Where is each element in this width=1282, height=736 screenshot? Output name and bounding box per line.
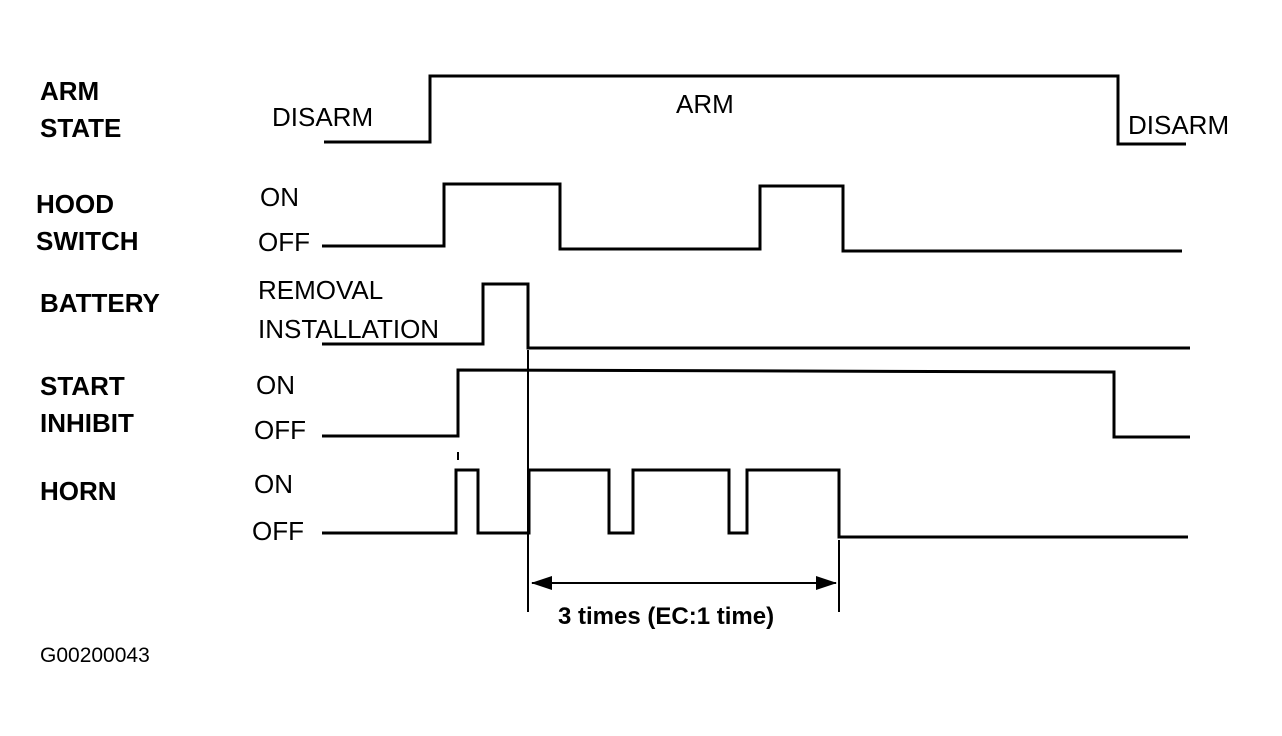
arm-state-disarm-right-label: DISARM [1128,110,1229,140]
arm-state-name-line2: STATE [40,113,121,143]
duration-right-arrowhead [816,576,837,590]
horn-name: HORN [40,476,117,506]
battery-removal-label: REMOVAL [258,275,383,305]
hood-switch-waveform [322,182,1182,253]
horn-on-label: ON [254,469,293,499]
start-inhibit-name-line2: INHIBIT [40,408,134,438]
battery-installation-label: INSTALLATION [258,314,439,344]
hood-switch-name-line1: HOOD [36,189,114,219]
start-inhibit-name-line1: START [40,371,125,401]
start-inhibit-on-label: ON [256,370,295,400]
arm-state-disarm-left-label: DISARM [272,102,373,132]
arm-state-name-line1: ARM [40,76,99,106]
battery-name: BATTERY [40,288,160,318]
horn-off-label: OFF [252,516,304,546]
arm-state-waveform [324,74,1186,146]
hood-switch-off-label: OFF [258,227,310,257]
duration-left-arrowhead [531,576,552,590]
hood-switch-name-line2: SWITCH [36,226,139,256]
duration-annotation: 3 times (EC:1 time) [558,603,774,630]
arm-state-arm-label: ARM [676,89,734,119]
start-inhibit-off-label: OFF [254,415,306,445]
battery-waveform [322,282,1190,350]
horn-waveform [322,468,1188,539]
figure-code: G00200043 [40,644,150,667]
start-inhibit-waveform [322,368,1190,439]
hood-switch-on-label: ON [260,182,299,212]
